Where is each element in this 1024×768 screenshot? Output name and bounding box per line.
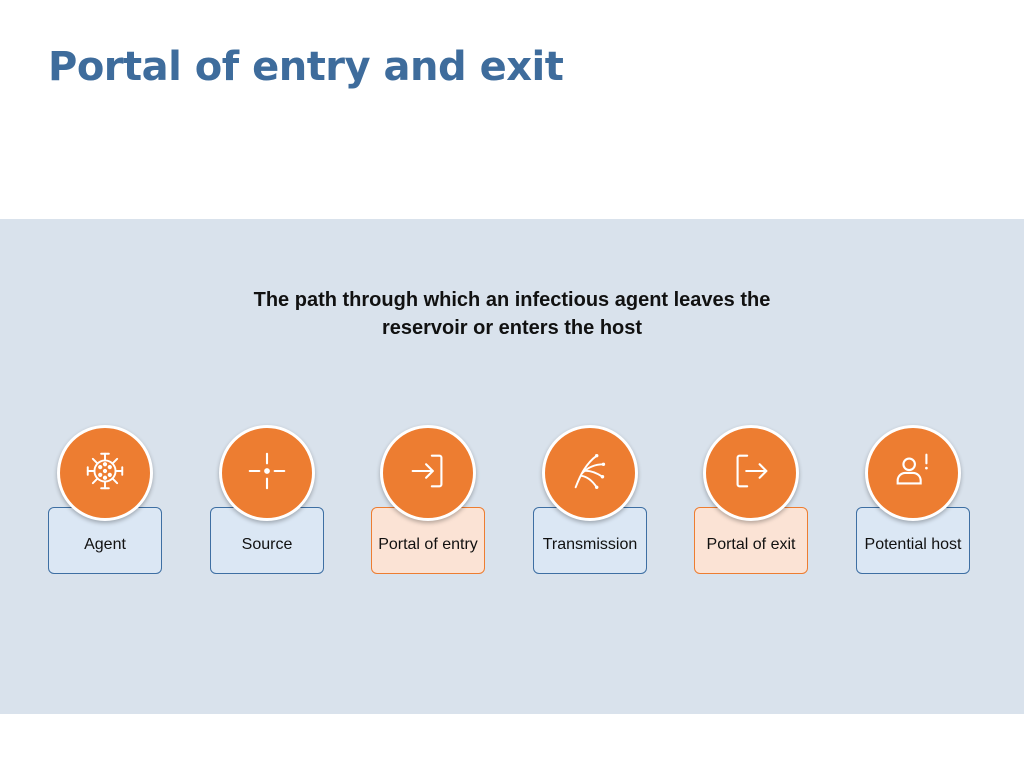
step-icon-circle — [703, 425, 799, 521]
step-icon-circle — [542, 425, 638, 521]
step-icon-circle — [219, 425, 315, 521]
branching-paths-icon — [567, 448, 613, 499]
step-transmission: Transmission — [533, 423, 651, 583]
subtitle-line-2: reservoir or enters the host — [381, 317, 643, 339]
step-agent: Agent — [48, 423, 166, 583]
virus-icon — [82, 448, 128, 499]
chain-of-infection: Agent Source — [0, 423, 1024, 583]
step-portal-of-exit: Portal of exit — [694, 423, 812, 583]
person-alert-icon — [890, 448, 936, 499]
step-icon-circle — [380, 425, 476, 521]
content-band — [0, 219, 1024, 714]
step-source: Source — [210, 423, 328, 583]
step-icon-circle — [57, 425, 153, 521]
step-label: Portal of exit — [694, 507, 808, 574]
step-portal-of-entry: Portal of entry — [371, 423, 489, 583]
step-potential-host: Potential host — [856, 423, 974, 583]
subtitle-line-1: The path through which an infectious age… — [253, 289, 771, 311]
page-title: Portal of entry and exit — [48, 44, 564, 90]
exit-icon — [728, 448, 774, 499]
enter-icon — [405, 448, 451, 499]
step-icon-circle — [865, 425, 961, 521]
diagram-subtitle: The path through which an infectious age… — [0, 286, 1024, 342]
crosshair-icon — [244, 448, 290, 499]
